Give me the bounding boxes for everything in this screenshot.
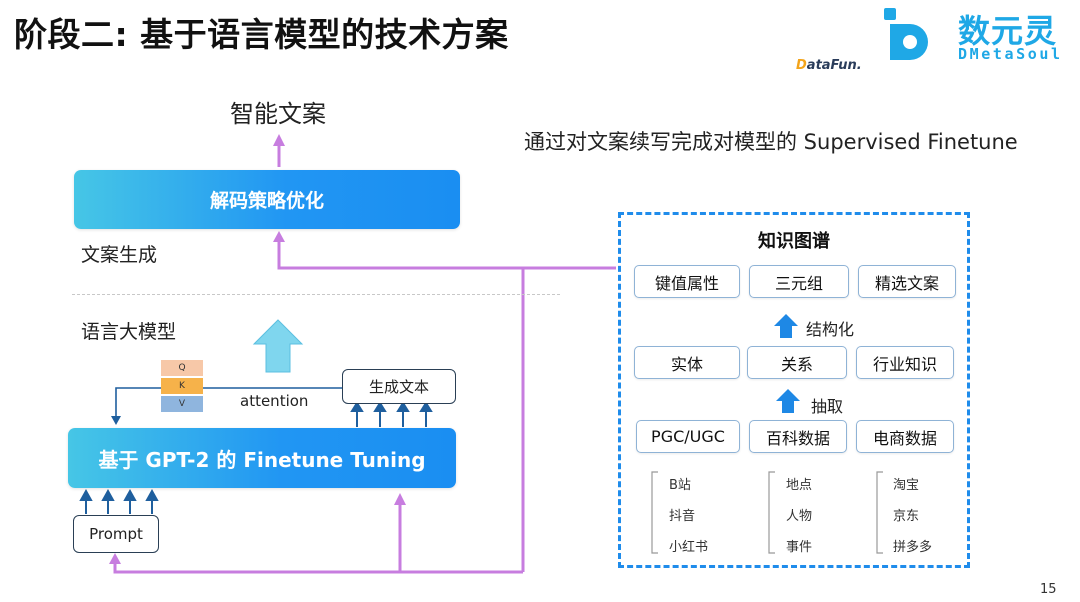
language-model-label: 语言大模型 — [81, 321, 177, 343]
decode-strategy-box: 解码策略优化 — [74, 170, 460, 229]
brand-name-cn: 数元灵 — [958, 12, 1058, 50]
attention-label: attention — [240, 392, 309, 410]
source-xiaohongshu: 小红书 — [669, 540, 709, 555]
v-block: V — [161, 396, 203, 412]
knowledge-graph-title: 知识图谱 — [758, 231, 830, 252]
source-taobao: 淘宝 — [893, 478, 920, 493]
q-block: Q — [161, 360, 203, 376]
source-event: 事件 — [786, 540, 813, 555]
source-pinduoduo: 拼多多 — [893, 540, 933, 555]
dmetasoul-logo-icon — [884, 8, 928, 60]
knowledge-graph-panel — [618, 212, 970, 568]
source-bilibili: B站 — [669, 478, 691, 493]
extraction-label: 抽取 — [811, 397, 844, 416]
generated-text-box: 生成文本 — [342, 369, 456, 404]
source-location: 地点 — [786, 478, 813, 493]
gpt2-finetune-box: 基于 GPT-2 的 Finetune Tuning — [68, 428, 456, 488]
tag-industry-knowledge: 行业知识 — [856, 346, 954, 379]
source-douyin: 抖音 — [669, 509, 696, 524]
headline: 通过对文案续写完成对模型的 Supervised Finetune — [524, 130, 1018, 154]
slide-title: 阶段二: 基于语言模型的技术方案 — [14, 15, 509, 54]
prompt-box: Prompt — [73, 515, 159, 553]
tag-pgc-ugc: PGC/UGC — [636, 420, 740, 453]
structuring-label: 结构化 — [806, 320, 855, 339]
section-divider — [72, 294, 560, 295]
copy-generation-label: 文案生成 — [81, 244, 158, 266]
tag-triples: 三元组 — [749, 265, 849, 298]
tag-encyclopedia-data: 百科数据 — [749, 420, 847, 453]
tag-selected-copy: 精选文案 — [858, 265, 956, 298]
page-number: 15 — [1040, 582, 1057, 597]
source-jd: 京东 — [893, 509, 920, 524]
brand-name-en: DMetaSoul — [958, 45, 1063, 63]
source-person: 人物 — [786, 509, 813, 524]
k-block: K — [161, 378, 203, 394]
tag-ecommerce-data: 电商数据 — [856, 420, 954, 453]
tag-key-value-attributes: 键值属性 — [634, 265, 740, 298]
tag-entity: 实体 — [634, 346, 740, 379]
datafun-logo: DataFun. — [796, 58, 862, 73]
tag-relation: 关系 — [747, 346, 847, 379]
output-label: 智能文案 — [230, 100, 326, 128]
